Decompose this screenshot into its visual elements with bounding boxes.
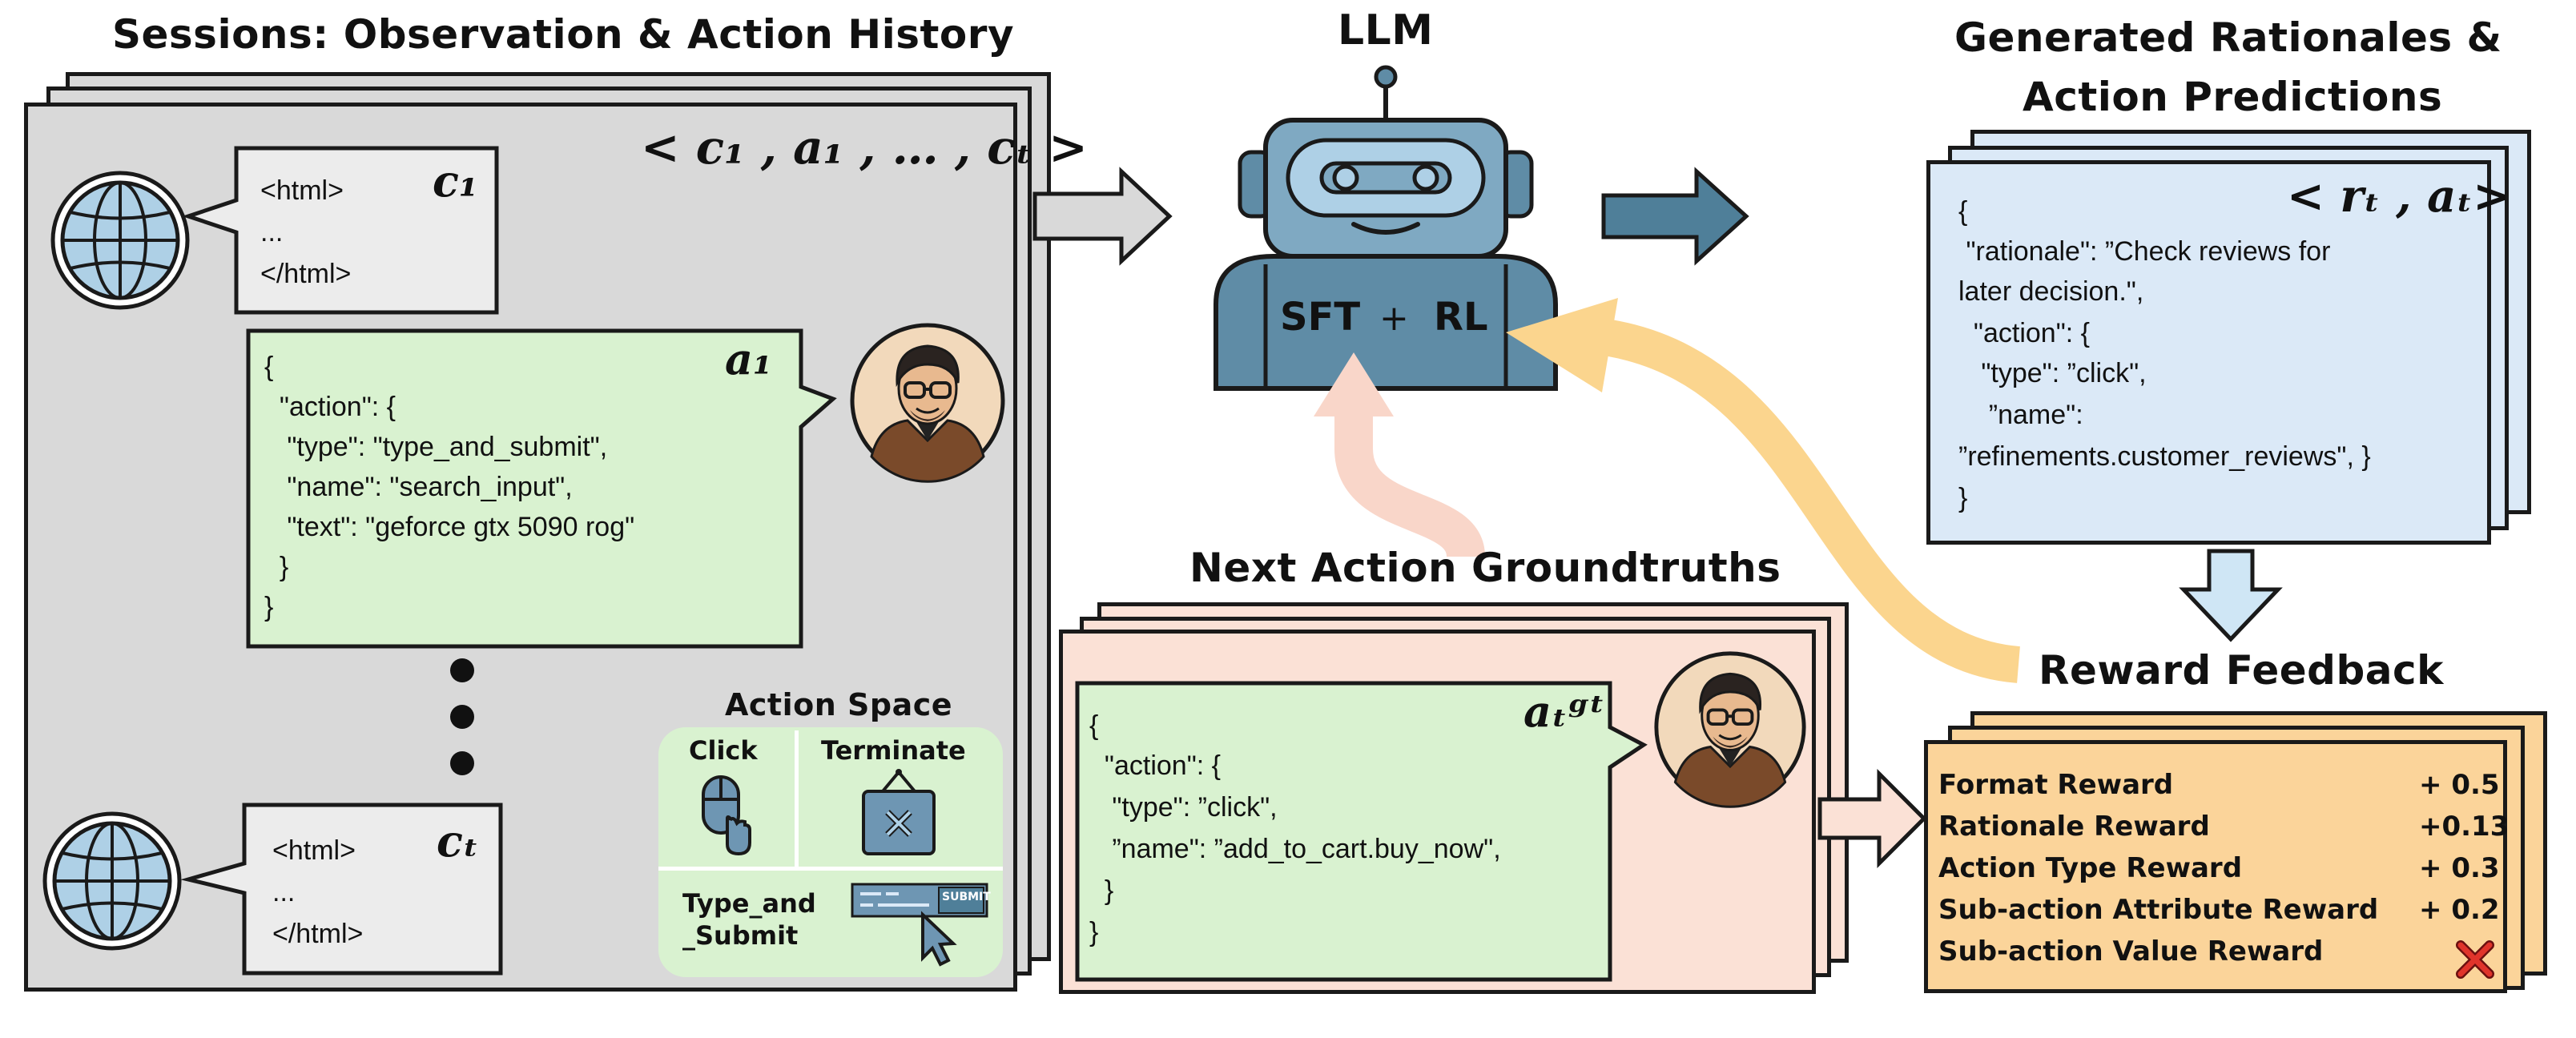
groundtruth-line-6: } bbox=[1089, 917, 1099, 947]
reward-row-format-name: Format Reward bbox=[1938, 769, 2174, 801]
reward-row-attribute-value: + 0.2 bbox=[2419, 894, 2500, 926]
generated-title-line-1: Generated Rationales & bbox=[1954, 14, 2502, 61]
groundtruth-line-1: { bbox=[1089, 710, 1099, 741]
robot-rl-label: RL bbox=[1434, 295, 1488, 340]
groundtruth-line-5: } bbox=[1089, 875, 1114, 906]
robot-plus-label: + bbox=[1379, 298, 1409, 339]
globe-icon bbox=[50, 171, 190, 310]
reward-panel bbox=[1924, 740, 2507, 993]
generated-line-7: ”refinements.customer_reviews", } bbox=[1958, 441, 2371, 472]
context-t-line-1: <html> bbox=[272, 835, 356, 866]
groundtruth-label: aₜᵍᵗ bbox=[1523, 686, 1605, 737]
context-t-line-2: ... bbox=[272, 877, 296, 907]
groundtruth-line-2: "action": { bbox=[1089, 750, 1222, 781]
action-space-type-submit-label: Type_and _Submit bbox=[682, 888, 816, 951]
ellipsis-dot-1 bbox=[450, 658, 474, 682]
action-space-divider-v bbox=[795, 730, 799, 868]
action-1-line-7: } bbox=[264, 592, 274, 622]
ellipsis-dot-3 bbox=[450, 751, 474, 775]
generated-line-3: later decision.", bbox=[1958, 276, 2144, 307]
groundtruth-title: Next Action Groundtruths bbox=[1189, 545, 1781, 591]
context-1-label: c₁ bbox=[433, 155, 478, 207]
submit-form-icon bbox=[851, 883, 988, 967]
reward-row-rationale-name: Rationale Reward bbox=[1938, 811, 2210, 843]
sessions-title: Sessions: Observation & Action History bbox=[112, 11, 1015, 58]
user-avatar-icon bbox=[850, 323, 1005, 483]
action-1-line-1: { bbox=[264, 352, 274, 382]
robot-icon bbox=[1214, 65, 1558, 391]
context-1-line-2: ... bbox=[260, 217, 284, 247]
action-space-divider-h bbox=[658, 867, 1003, 871]
action-1-line-5: "text": "geforce gtx 5090 rog" bbox=[264, 512, 635, 542]
action-1-line-3: "type": "type_and_submit", bbox=[264, 432, 608, 462]
reward-row-action-type-value: + 0.3 bbox=[2419, 852, 2500, 884]
context-1-bubble bbox=[182, 146, 499, 315]
context-t-bubble bbox=[180, 803, 503, 976]
robot-sft-label: SFT bbox=[1280, 295, 1361, 340]
input-arrow bbox=[1032, 167, 1173, 266]
context-t-label: cₜ bbox=[437, 815, 479, 867]
groundtruth-line-4: ”name": ”add_to_cart.buy_now", bbox=[1089, 834, 1501, 864]
generated-line-6: ”name": bbox=[1958, 400, 2083, 430]
action-1-line-6: } bbox=[264, 552, 289, 582]
reward-row-value-name: Sub-action Value Reward bbox=[1938, 935, 2324, 968]
reward-row-format-value: + 0.5 bbox=[2419, 769, 2500, 801]
red-x-icon bbox=[2456, 940, 2494, 979]
context-t-line-3: </html> bbox=[272, 919, 364, 949]
context-1-line-3: </html> bbox=[260, 259, 352, 289]
down-arrow bbox=[2179, 549, 2283, 642]
mouse-click-icon bbox=[702, 775, 751, 856]
generated-title-line-2: Action Predictions bbox=[2023, 74, 2443, 120]
generated-panel bbox=[1926, 160, 2491, 545]
action-1-bubble bbox=[246, 328, 837, 649]
terminate-sign-icon bbox=[862, 769, 936, 855]
user-avatar-icon bbox=[1654, 651, 1806, 808]
reward-row-attribute-name: Sub-action Attribute Reward bbox=[1938, 894, 2379, 926]
action-1-line-2: "action": { bbox=[264, 392, 396, 422]
action-1-label: a₁ bbox=[725, 333, 772, 384]
groundtruth-feedback-arrow bbox=[1314, 352, 1485, 559]
action-space-title: Action Space bbox=[725, 687, 953, 722]
ellipsis-dot-2 bbox=[450, 705, 474, 729]
reward-feedback-arrow bbox=[1506, 298, 2021, 683]
action-space-terminate-label: Terminate bbox=[821, 735, 966, 766]
groundtruth-to-reward-arrow bbox=[1817, 768, 1927, 869]
generated-line-8: } bbox=[1958, 483, 1968, 513]
action-1-line-4: "name": "search_input", bbox=[264, 472, 573, 502]
generated-label: < rₜ , aₜ> bbox=[2287, 170, 2511, 223]
action-space-click-label: Click bbox=[689, 735, 758, 766]
reward-row-action-type-name: Action Type Reward bbox=[1938, 852, 2243, 884]
output-arrow bbox=[1601, 167, 1749, 266]
groundtruth-bubble bbox=[1075, 681, 1648, 982]
groundtruth-line-3: "type": ”click", bbox=[1089, 792, 1278, 823]
generated-line-2: "rationale": ”Check reviews for bbox=[1958, 236, 2331, 267]
generated-line-1: { bbox=[1958, 196, 1968, 227]
reward-title: Reward Feedback bbox=[2039, 647, 2444, 694]
reward-row-rationale-value: +0.13 bbox=[2419, 811, 2510, 843]
sessions-sequence-label: < c₁ , a₁ , … , cₜ > bbox=[641, 120, 1088, 175]
submit-text: SUBMIT bbox=[942, 891, 991, 903]
llm-title: LLM bbox=[1338, 6, 1434, 54]
context-1-line-1: <html> bbox=[260, 175, 344, 206]
generated-line-4: "action": { bbox=[1958, 318, 2091, 348]
generated-line-5: "type": ”click", bbox=[1958, 358, 2147, 388]
globe-icon bbox=[42, 811, 182, 951]
